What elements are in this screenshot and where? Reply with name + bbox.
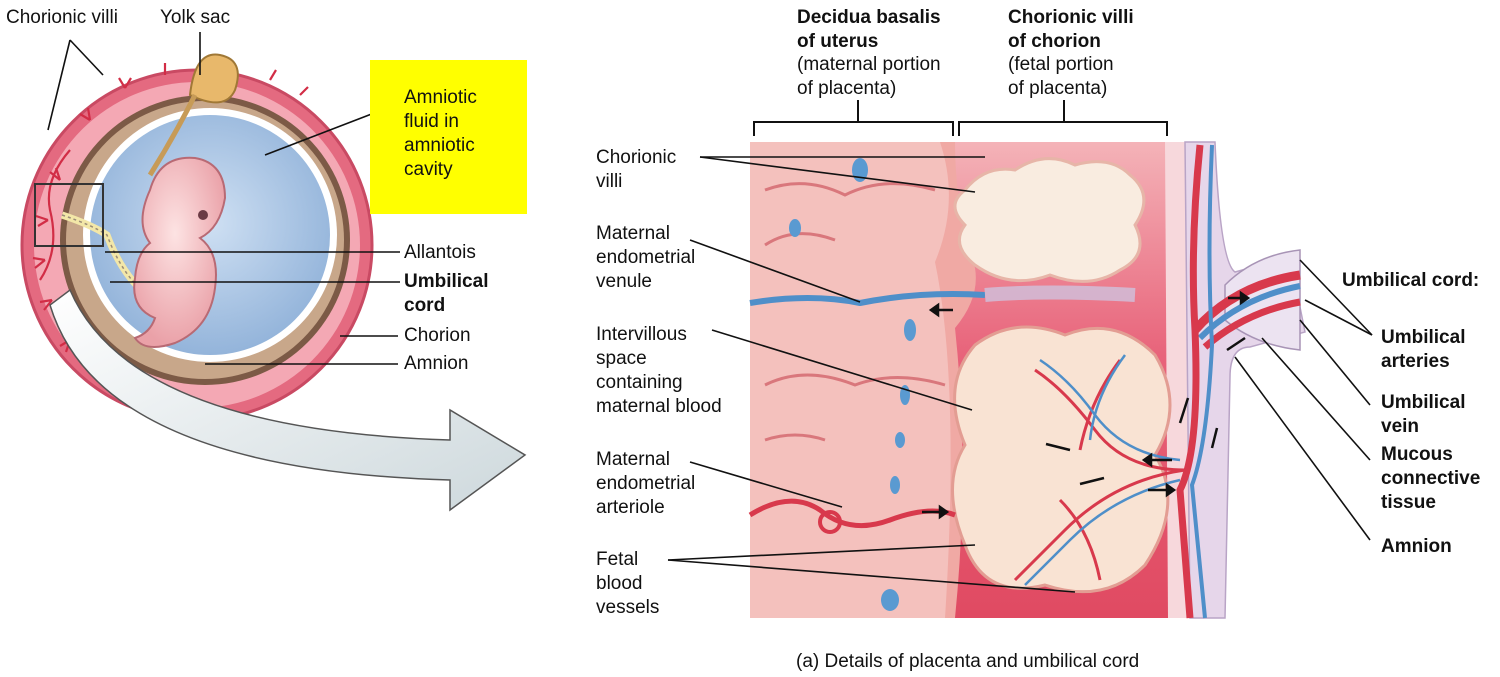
magnify-box [34, 183, 104, 247]
yolk-sac [188, 53, 239, 104]
label-umbilical-cord-right: Umbilical cord: [1342, 270, 1480, 291]
figure-caption: (a) Details of placenta and umbilical co… [796, 651, 1140, 672]
amniotic-cavity [90, 115, 330, 355]
embryo-illustration [20, 53, 527, 512]
label-umbilical-arteries: Umbilical arteries [1381, 327, 1466, 372]
label-mucous-connective-tissue: Mucous connective tissue [1381, 444, 1481, 513]
label-amniotic-fluid: Amniotic fluid in amniotic cavity [404, 87, 477, 180]
label-chorionic-villi-left: Chorionic villi [6, 7, 118, 28]
label-umbilical-cord-left: Umbilical cord [404, 271, 489, 316]
label-allantois: Allantois [404, 242, 476, 263]
label-amnion-right: Amnion [1381, 536, 1452, 557]
label-maternal-venule: Maternal endometrial venule [596, 223, 696, 292]
chorionic-villi-branches [32, 59, 309, 353]
label-chorionic-villi-chorion: Chorionic villi of chorion [1008, 7, 1134, 52]
brackets [753, 100, 1168, 136]
chorionic-villus-lower [951, 325, 1172, 594]
villus-arteries [1013, 359, 1186, 582]
maternal-venule [749, 291, 986, 307]
label-amnion-left: Amnion [404, 353, 469, 374]
amnion-membrane [1184, 141, 1306, 619]
label-umbilical-vein: Umbilical vein [1381, 392, 1466, 437]
label-decidua-basalis: Decidua basalis of uterus [797, 7, 941, 52]
chorionic-villus-upper [953, 157, 1146, 283]
label-chorionic-villi-mid: Chorionic villi [596, 147, 677, 192]
placenta-illustration [748, 141, 1306, 619]
amniotic-fluid-highlight [370, 60, 527, 214]
flow-arrows [922, 290, 1251, 520]
maternal-blood-pools [789, 158, 916, 611]
zoom-arrow [49, 288, 527, 512]
label-decidua-sub: (maternal portion of placenta) [797, 54, 941, 99]
label-intervillous-space: Intervillous space containing maternal b… [596, 324, 722, 417]
label-chorion: Chorion [404, 325, 471, 346]
label-maternal-arteriole: Maternal endometrial arteriole [596, 449, 696, 518]
leader-lines [47, 32, 1373, 593]
label-yolk-sac: Yolk sac [160, 7, 231, 28]
label-chorion-sub: (fetal portion of placenta) [1008, 54, 1114, 99]
label-fetal-blood-vessels: Fetal blood vessels [596, 549, 660, 618]
